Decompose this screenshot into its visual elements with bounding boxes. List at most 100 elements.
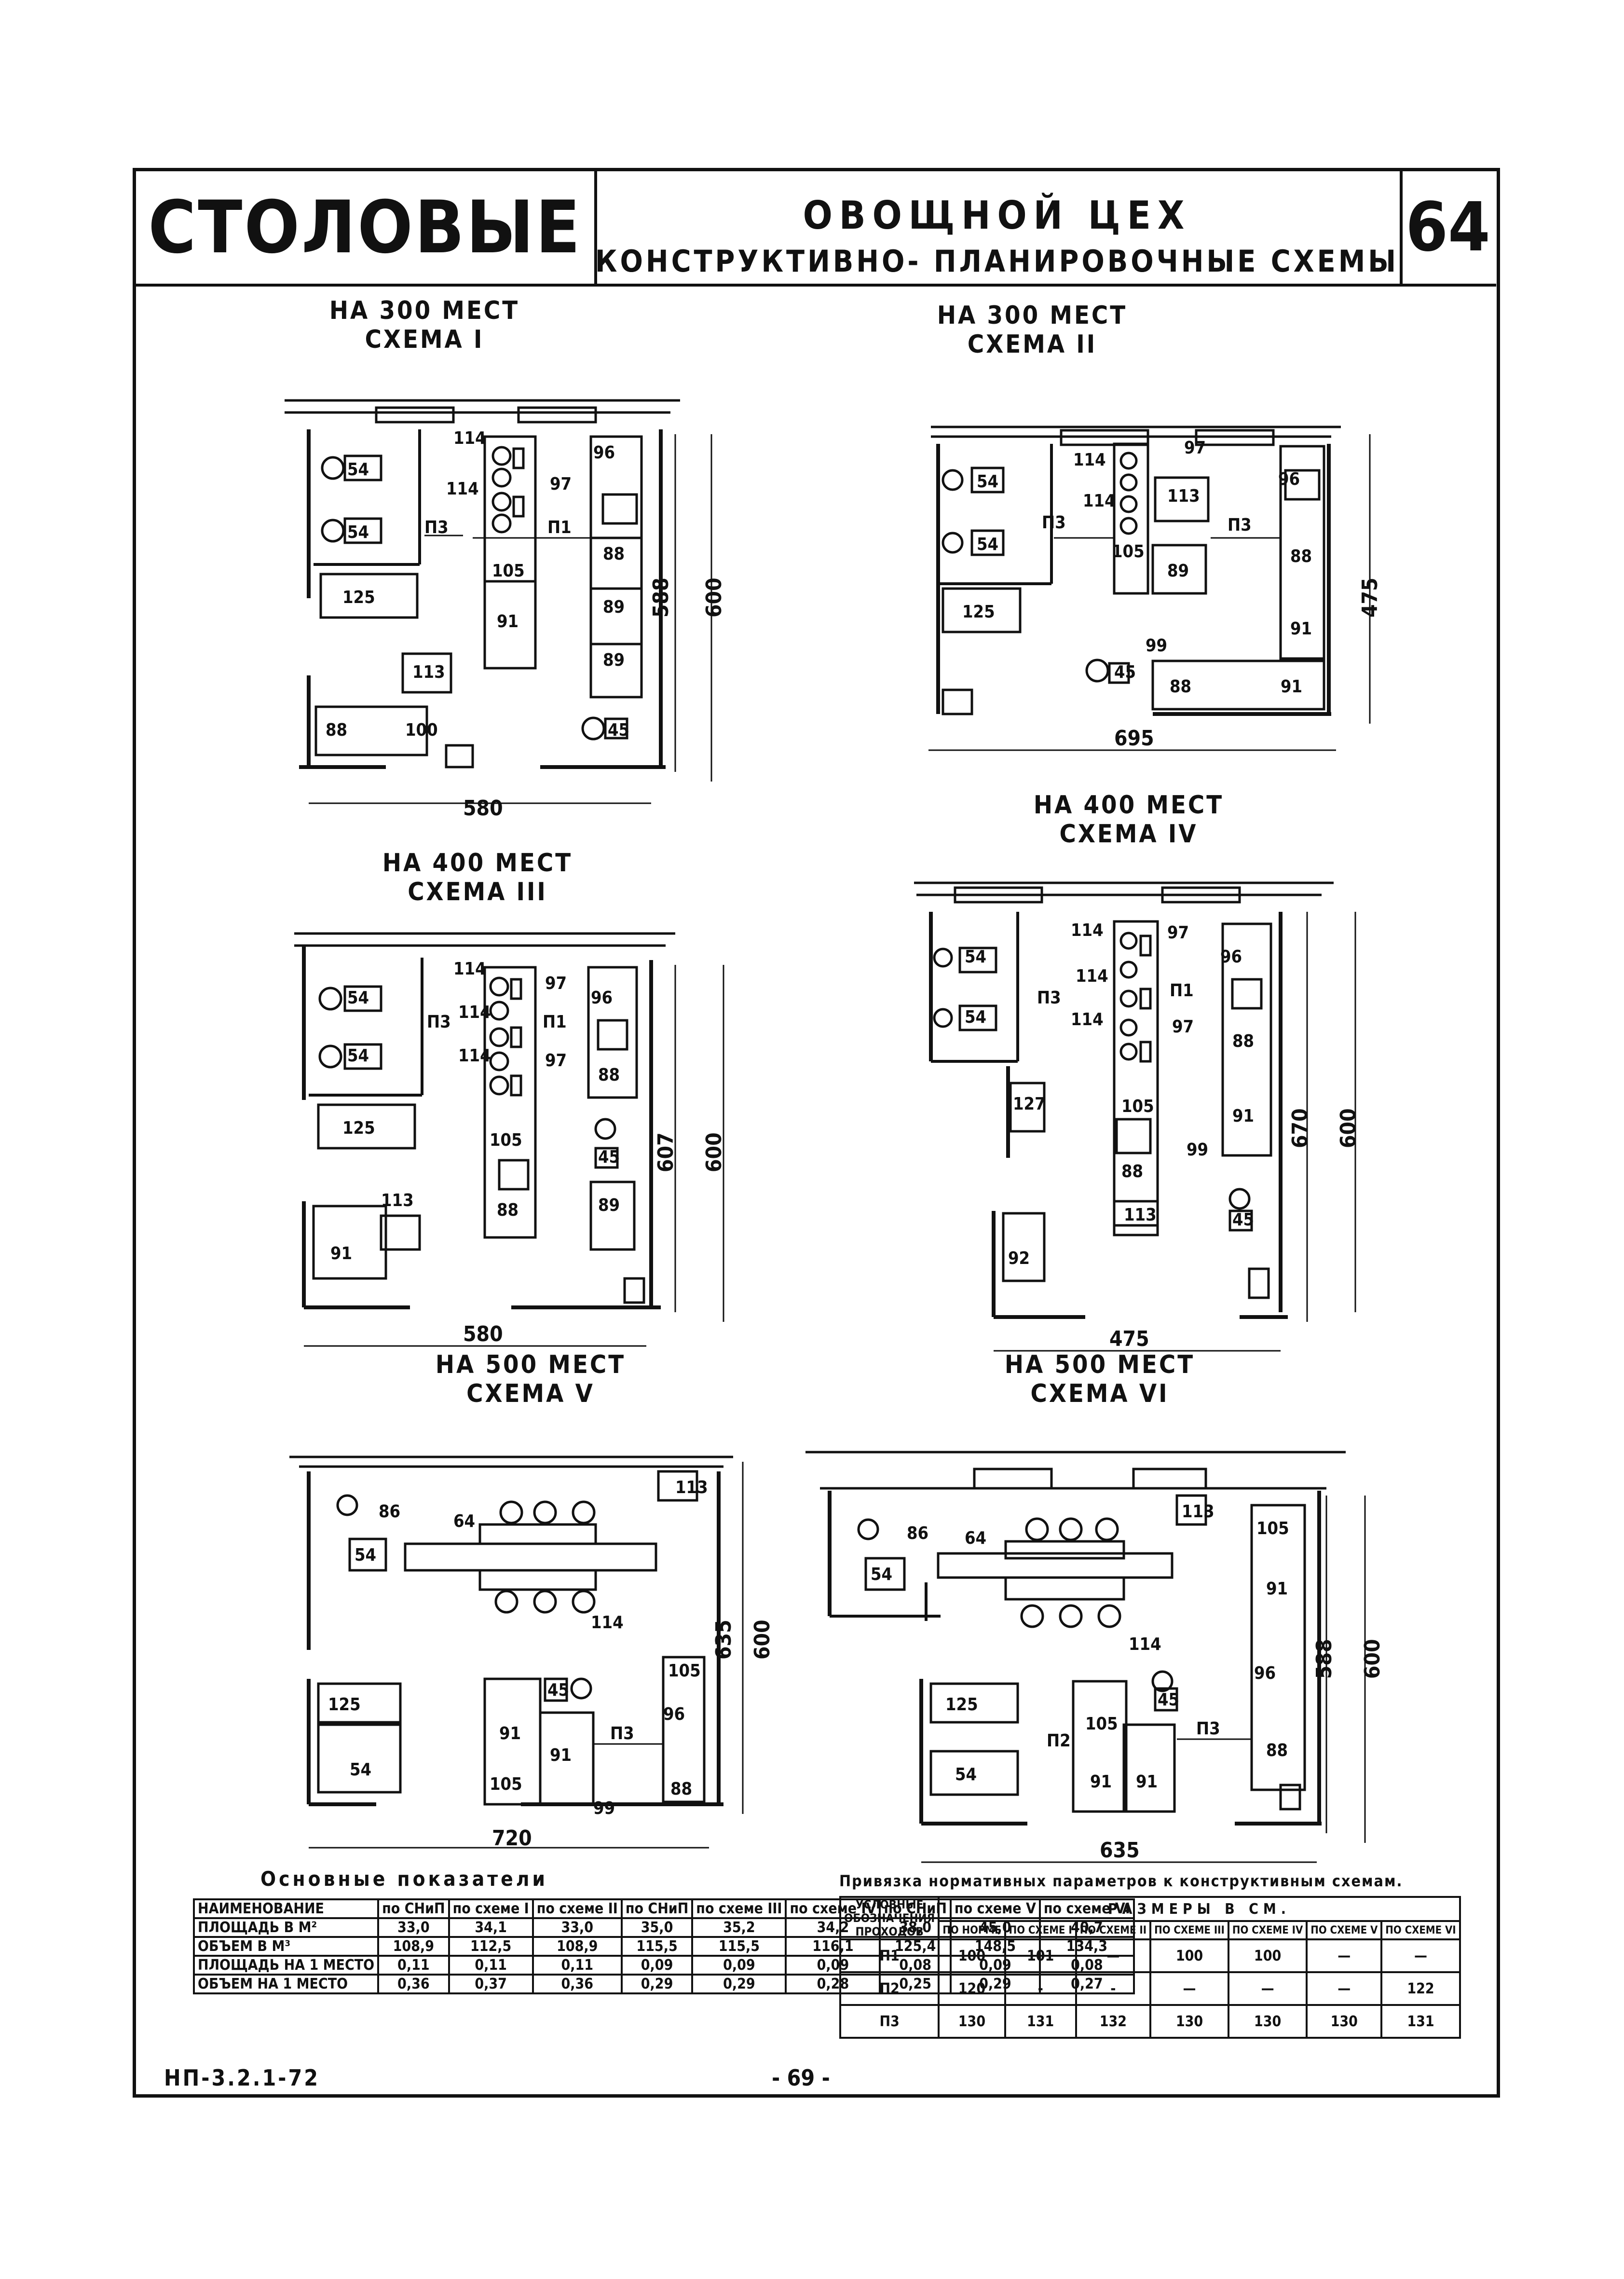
params-cell: П1 bbox=[839, 1938, 940, 1973]
s3-label-114b: 114 bbox=[458, 1002, 491, 1022]
s3-label-114a: 114 bbox=[453, 959, 486, 979]
s1-label-125: 125 bbox=[342, 588, 375, 607]
s2-dim-width: 695 bbox=[1114, 726, 1154, 751]
s4-label-88b: 88 bbox=[1121, 1162, 1143, 1181]
s4-label-127: 127 bbox=[1013, 1094, 1046, 1114]
s5-label-105b: 105 bbox=[668, 1661, 701, 1681]
s3-label-105: 105 bbox=[490, 1130, 522, 1150]
s6-label-113: 113 bbox=[1182, 1502, 1215, 1522]
params-cell: 101 bbox=[1004, 1938, 1077, 1973]
s4-label-91: 91 bbox=[1232, 1106, 1254, 1126]
params-th: ПО НОРМЕ bbox=[938, 1920, 1006, 1940]
s3-label-88a: 88 bbox=[598, 1065, 620, 1085]
s4-label-114b: 114 bbox=[1076, 966, 1108, 986]
table-row: П1 100 101 — 100 100 — — bbox=[839, 1938, 1461, 1973]
s3-label-125: 125 bbox=[342, 1118, 375, 1138]
s5-label-113: 113 bbox=[675, 1478, 708, 1497]
s5-dim-width: 720 bbox=[492, 1826, 532, 1851]
s5-label-91b: 91 bbox=[550, 1745, 572, 1765]
s5-label-54b: 54 bbox=[350, 1760, 371, 1780]
scheme-3-caption: НА 400 МЕСТ СХЕМА III bbox=[376, 849, 579, 907]
scheme-1-caption: НА 300 МЕСТ СХЕМА I bbox=[328, 296, 521, 355]
scheme-5-caption: НА 500 МЕСТ СХЕМА V bbox=[424, 1350, 637, 1409]
scheme-3-name: СХЕМА III bbox=[408, 877, 547, 906]
s4-label-113: 113 bbox=[1124, 1205, 1157, 1225]
s1-label-p3: П3 bbox=[424, 518, 449, 537]
document-code: НП-3.2.1-72 bbox=[164, 2065, 320, 2091]
params-cell: П3 bbox=[839, 2004, 940, 2039]
params-cell: — bbox=[1306, 1938, 1383, 1973]
s3-label-114c: 114 bbox=[458, 1046, 491, 1066]
s6-label-64: 64 bbox=[965, 1528, 986, 1548]
s3-label-97a: 97 bbox=[545, 974, 567, 993]
main-cell: 35,0 bbox=[620, 1917, 694, 1938]
s3-dim-h2: 600 bbox=[702, 1132, 726, 1172]
s6-label-p3: П3 bbox=[1196, 1719, 1220, 1739]
s4-label-88a: 88 bbox=[1232, 1031, 1254, 1051]
main-cell: ПЛОЩАДЬ НА 1 МЕСТО bbox=[192, 1955, 380, 1976]
s5-label-p3: П3 bbox=[610, 1724, 634, 1744]
s2-label-54a: 54 bbox=[977, 472, 998, 492]
params-cell: 130 bbox=[1149, 2004, 1229, 2039]
s4-label-p3: П3 bbox=[1037, 988, 1061, 1008]
s1-label-45: 45 bbox=[608, 720, 629, 740]
params-cell: 130 bbox=[1306, 2004, 1383, 2039]
main-th: НАИМЕНОВАНИЕ bbox=[192, 1898, 380, 1919]
s3-label-45: 45 bbox=[598, 1147, 620, 1167]
s4-label-92: 92 bbox=[1008, 1249, 1030, 1268]
s1-dim-h2: 600 bbox=[702, 577, 726, 618]
params-th: ПО СХЕМЕ IV bbox=[1227, 1920, 1308, 1940]
main-cell: ОБЪЕМ В М³ bbox=[192, 1936, 380, 1957]
s1-dim-width: 580 bbox=[463, 796, 503, 821]
s4-label-114a: 114 bbox=[1071, 920, 1104, 940]
params-cell: П2 bbox=[839, 1971, 940, 2006]
s2-label-114a: 114 bbox=[1073, 450, 1106, 470]
s5-label-64: 64 bbox=[453, 1511, 475, 1531]
main-th: по схеме II bbox=[532, 1898, 623, 1919]
s6-label-125: 125 bbox=[945, 1695, 978, 1715]
main-cell: 0,29 bbox=[691, 1974, 787, 1994]
s6-dim-h1: 588 bbox=[1312, 1639, 1337, 1679]
s5-label-45: 45 bbox=[547, 1680, 569, 1700]
main-cell: 0,11 bbox=[532, 1955, 623, 1976]
main-th: по схеме I bbox=[448, 1898, 534, 1919]
scheme-1-seats: НА 300 МЕСТ bbox=[329, 296, 520, 325]
s5-label-125: 125 bbox=[328, 1695, 361, 1715]
params-th: ПО СХЕМЕ I bbox=[1004, 1920, 1077, 1940]
main-th: по СНиП bbox=[620, 1898, 694, 1919]
plan-scheme-5 bbox=[289, 1455, 744, 1849]
s3-label-54b: 54 bbox=[347, 1046, 369, 1066]
s4-label-54a: 54 bbox=[965, 947, 986, 967]
s4-label-97b: 97 bbox=[1172, 1017, 1194, 1037]
s2-label-91b: 91 bbox=[1281, 677, 1302, 697]
s6-label-96: 96 bbox=[1254, 1663, 1276, 1683]
scheme-2-caption: НА 300 МЕСТ СХЕМА II bbox=[931, 301, 1133, 359]
s6-label-45: 45 bbox=[1158, 1690, 1179, 1710]
main-th: по СНиП bbox=[377, 1898, 450, 1919]
s4-label-45: 45 bbox=[1232, 1210, 1254, 1230]
s6-label-54b: 54 bbox=[955, 1765, 977, 1785]
s4-label-97a: 97 bbox=[1167, 923, 1189, 943]
s3-label-96: 96 bbox=[591, 988, 613, 1008]
s2-label-91a: 91 bbox=[1290, 619, 1312, 639]
s4-label-54b: 54 bbox=[965, 1007, 986, 1027]
s1-label-88: 88 bbox=[603, 544, 625, 564]
main-cell: 108,9 bbox=[532, 1936, 623, 1957]
scheme-6-caption: НА 500 МЕСТ СХЕМА VI bbox=[994, 1350, 1206, 1409]
main-cell: 0,29 bbox=[620, 1974, 694, 1994]
scheme-5-name: СХЕМА V bbox=[466, 1379, 595, 1408]
main-cell: 0,36 bbox=[377, 1974, 450, 1994]
s2-label-p3b: П3 bbox=[1228, 515, 1252, 535]
params-cell: — bbox=[1075, 1938, 1152, 1973]
s2-label-96: 96 bbox=[1278, 469, 1300, 489]
s3-label-54a: 54 bbox=[347, 988, 369, 1008]
params-table-title: Привязка нормативных параметров к констр… bbox=[839, 1872, 1403, 1890]
params-cell: — bbox=[1306, 1971, 1383, 2006]
s3-label-p3: П3 bbox=[427, 1012, 451, 1032]
main-th: по схеме III bbox=[691, 1898, 787, 1919]
table-row: П3 130 131 132 130 130 130 131 bbox=[839, 2004, 1461, 2039]
s2-label-88: 88 bbox=[1290, 547, 1312, 566]
s1-label-54a: 54 bbox=[347, 460, 369, 480]
scheme-4-name: СХЕМА IV bbox=[1059, 819, 1198, 849]
s5-label-54: 54 bbox=[355, 1545, 376, 1565]
